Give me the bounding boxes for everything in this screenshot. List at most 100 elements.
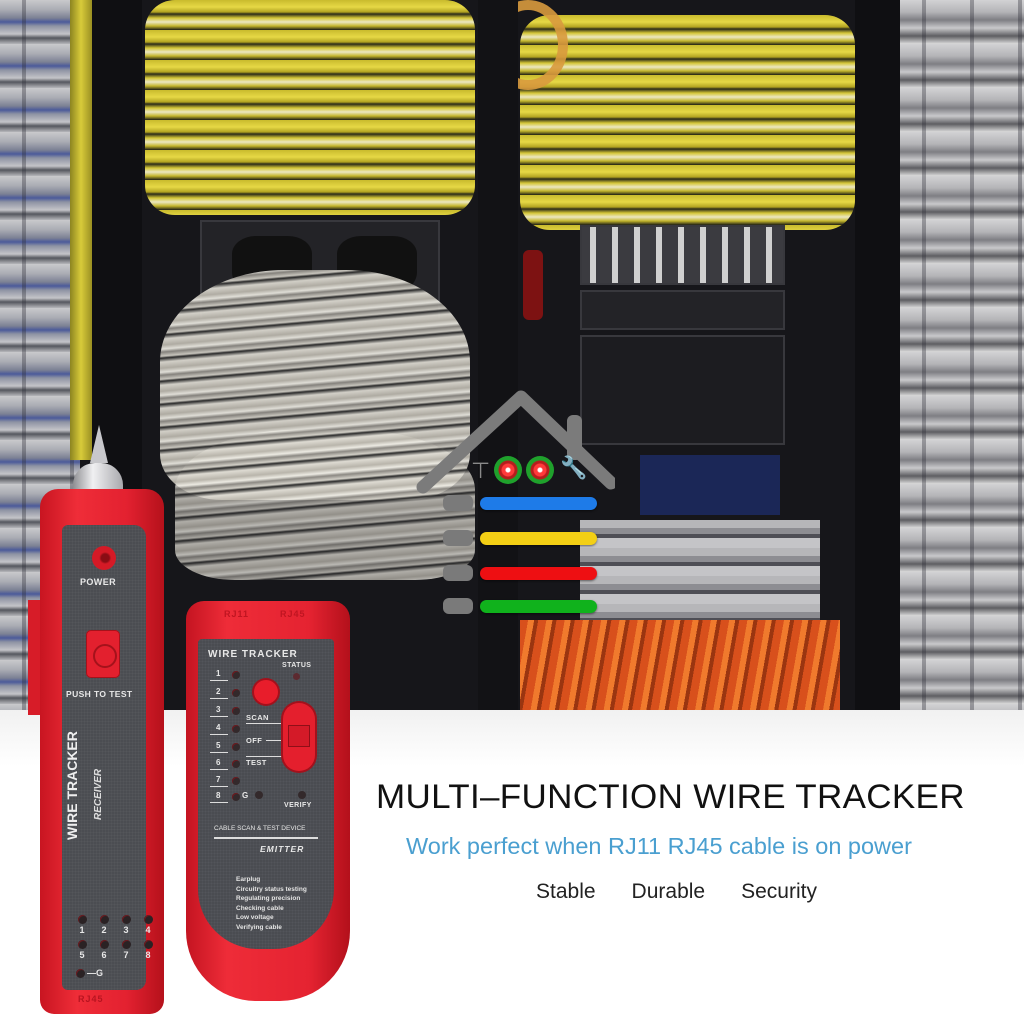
led-icon	[232, 671, 240, 679]
product-subtitle: Work perfect when RJ11 RJ45 cable is on …	[406, 833, 912, 859]
yellow-cable-bundle-right	[520, 15, 855, 230]
led-icon	[121, 915, 131, 924]
test-mode-label: TEST	[246, 758, 267, 767]
line-indicator: 3	[210, 705, 250, 719]
led-icon	[232, 725, 240, 733]
led-indicator: 2	[96, 915, 112, 935]
receiver-device: POWER PUSH TO TEST WIRE TRACKER RECEIVER…	[28, 425, 170, 1015]
push-to-test-label: PUSH TO TEST	[66, 689, 133, 699]
emitter-body: RJ11 RJ45 WIRE TRACKER STATUS 1 2 3 4 5 …	[186, 601, 350, 1001]
wire-bar-green	[480, 600, 597, 613]
feature-tags: Stable Durable Security	[536, 880, 817, 904]
receiver-body: POWER PUSH TO TEST WIRE TRACKER RECEIVER…	[40, 489, 164, 1014]
receiver-subtitle: RECEIVER	[93, 768, 104, 820]
cable-scan-label: CABLE SCAN & TEST DEVICE	[214, 825, 306, 832]
mode-slider-knob[interactable]	[289, 726, 309, 746]
indicator-light-icon	[494, 456, 522, 484]
led-icon	[77, 940, 87, 949]
feature-item: Regulating precision	[236, 895, 301, 902]
wire-bar-yellow	[480, 532, 597, 545]
led-indicator: 4	[140, 915, 156, 935]
line-indicator: 4	[210, 723, 250, 737]
status-label: STATUS	[282, 662, 312, 669]
scan-mode-label: SCAN	[246, 713, 269, 722]
led-icon	[77, 915, 87, 924]
ground-led-icon	[255, 791, 263, 799]
house-with-wires-icon: ⊤ 🔧	[415, 385, 615, 625]
network-switch	[580, 290, 785, 330]
verify-label: VERIFY	[284, 802, 312, 809]
ground-label: G	[242, 791, 249, 800]
house-roof-icon	[416, 390, 615, 494]
led-icon	[232, 743, 240, 751]
emitter-device: RJ11 RJ45 WIRE TRACKER STATUS 1 2 3 4 5 …	[186, 601, 350, 1021]
push-to-test-button[interactable]	[86, 630, 120, 678]
line-indicator: 7	[210, 775, 250, 789]
rack-device-blue	[640, 455, 780, 515]
connector-plug-icon	[443, 530, 473, 546]
led-icon	[121, 940, 131, 949]
feature-item: Verifying cable	[236, 923, 282, 931]
receiver-title: WIRE TRACKER	[64, 731, 80, 840]
connector-plug-icon	[443, 565, 473, 581]
product-headline: MULTI–FUNCTION WIRE TRACKER	[376, 778, 965, 816]
connector-plug-icon	[443, 598, 473, 614]
white-cable-bundle	[175, 430, 475, 580]
feature-tag-stable: Stable	[536, 880, 596, 903]
led-indicator: 5	[74, 940, 90, 960]
feature-tag-durable: Durable	[631, 880, 706, 903]
led-icon	[232, 707, 240, 715]
line-indicator: 5	[210, 741, 250, 755]
feature-item: Circuitry status testing	[236, 885, 307, 893]
emitter-feature-list: Earplug Circuitry status testing Regulat…	[236, 875, 307, 932]
network-switch	[580, 225, 785, 285]
led-icon	[143, 915, 153, 924]
server-stack-right	[900, 0, 1024, 710]
led-icon	[143, 940, 153, 949]
rack-handle	[523, 250, 543, 320]
feature-item: Checking cable	[236, 904, 284, 912]
led-indicator: 7	[118, 940, 134, 960]
mode-slider-switch[interactable]	[283, 703, 315, 771]
wire-bar-red	[480, 567, 597, 580]
line-indicator: 2	[210, 687, 250, 701]
indicator-light-icon	[526, 456, 554, 484]
squeegee-tool-icon: ⊤	[471, 458, 491, 483]
power-led-icon	[92, 546, 116, 570]
wrench-icon: 🔧	[560, 455, 588, 480]
yellow-cable-strand	[70, 0, 92, 460]
led-icon	[232, 689, 240, 697]
verify-led-icon	[298, 791, 306, 799]
emitter-test-button[interactable]	[254, 680, 278, 704]
led-icon	[76, 968, 85, 978]
feature-item: Earplug	[236, 876, 261, 883]
off-mode-label: OFF	[246, 736, 263, 745]
rack-pillar	[478, 0, 518, 710]
led-icon	[232, 760, 240, 768]
status-led-icon	[293, 673, 300, 680]
led-icon	[99, 915, 109, 924]
receiver-panel: POWER PUSH TO TEST WIRE TRACKER RECEIVER…	[62, 525, 153, 990]
led-indicator: 6	[96, 940, 112, 960]
emitter-panel: WIRE TRACKER STATUS 1 2 3 4 5 6 7 8 SCAN…	[198, 639, 334, 949]
led-icon	[232, 777, 240, 785]
rack-pillar	[855, 0, 903, 710]
line-indicator: 6	[210, 758, 250, 772]
product-copy-area	[0, 710, 1024, 1024]
led-indicator: 8	[140, 940, 156, 960]
emitter-label: EMITTER	[260, 844, 305, 854]
receiver-port-mark: RJ45	[78, 994, 104, 1004]
ground-indicator: —G	[76, 968, 103, 978]
power-label: POWER	[80, 577, 117, 587]
led-icon	[99, 940, 109, 949]
led-icon	[232, 793, 240, 801]
probe-tip-icon	[90, 425, 108, 463]
line-indicator: 1	[210, 669, 250, 683]
feature-tag-security: Security	[741, 880, 817, 903]
server-unit	[580, 520, 820, 630]
wire-bar-blue	[480, 497, 597, 510]
receiver-side-tab	[28, 600, 42, 715]
rj45-port-mark: RJ45	[280, 609, 306, 619]
led-indicator: 3	[118, 915, 134, 935]
yellow-cable-bundle-left	[145, 0, 475, 215]
